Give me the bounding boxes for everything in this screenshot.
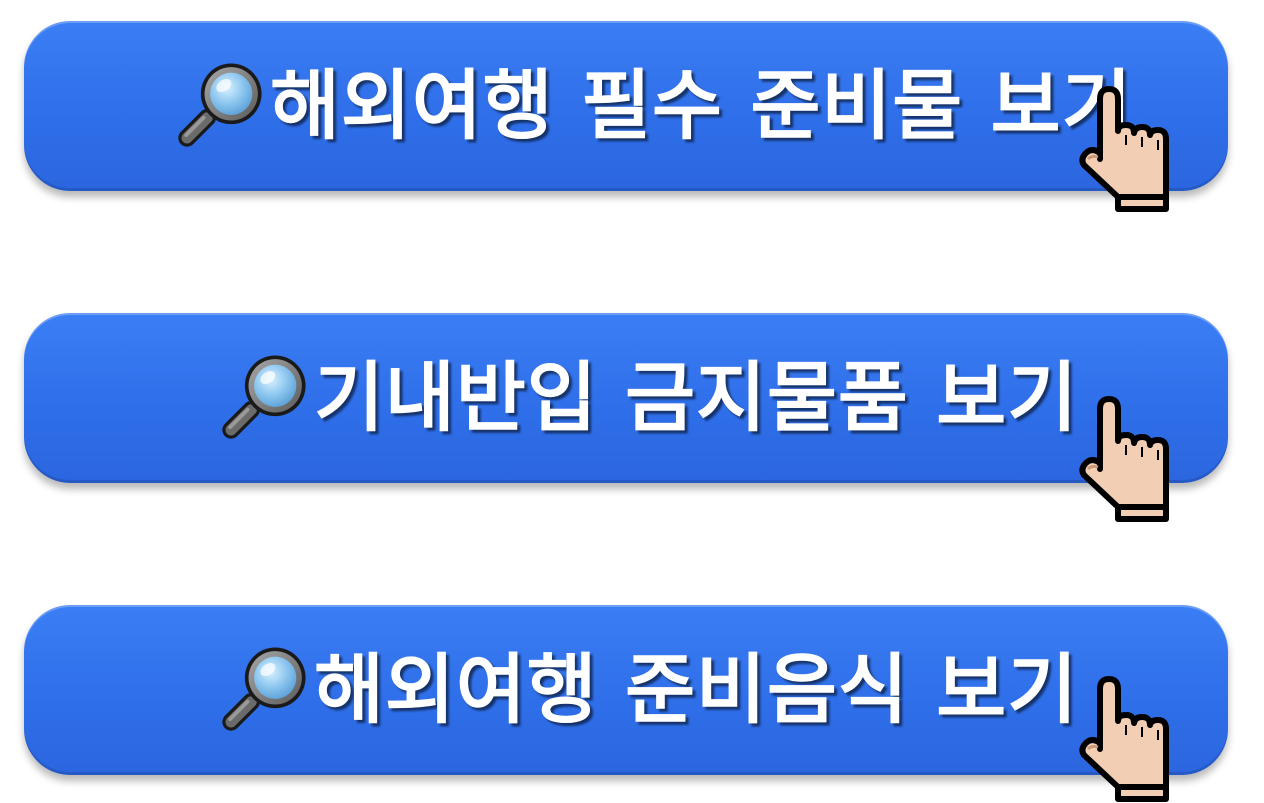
travel-food-button[interactable]: 해외여행 준비음식 보기 bbox=[24, 605, 1228, 775]
pointing-hand-icon bbox=[1078, 395, 1174, 523]
button-label: 해외여행 필수 준비물 보기 bbox=[270, 61, 1133, 150]
magnifying-glass-icon bbox=[220, 349, 312, 441]
carry-on-prohibited-items-button[interactable]: 기내반입 금지물품 보기 bbox=[24, 313, 1228, 483]
button-content: 해외여행 필수 준비물 보기 bbox=[176, 21, 1133, 191]
magnifying-glass-icon bbox=[220, 641, 312, 733]
button-content: 기내반입 금지물품 보기 bbox=[220, 313, 1078, 483]
pointing-hand-icon bbox=[1078, 675, 1174, 803]
travel-essentials-button[interactable]: 해외여행 필수 준비물 보기 bbox=[24, 21, 1228, 191]
button-label: 기내반입 금지물품 보기 bbox=[314, 353, 1079, 442]
pointing-hand-icon bbox=[1078, 85, 1174, 213]
button-content: 해외여행 준비음식 보기 bbox=[220, 605, 1078, 775]
button-label: 해외여행 준비음식 보기 bbox=[314, 645, 1079, 734]
magnifying-glass-icon bbox=[176, 57, 268, 149]
